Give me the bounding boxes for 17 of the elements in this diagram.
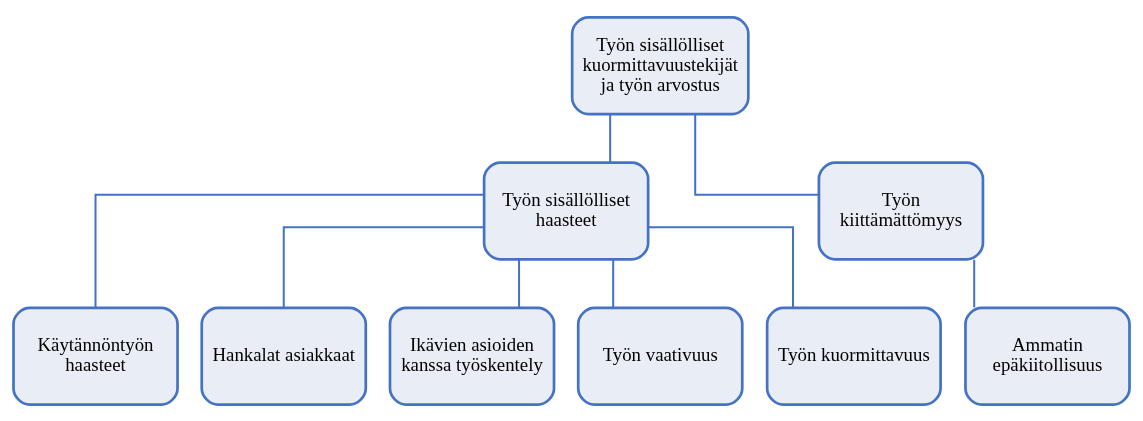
connector xyxy=(518,259,521,307)
node-box: Hankalat asiakkaat xyxy=(200,305,368,406)
node-box: Käytännöntyön haasteet xyxy=(12,305,179,406)
node-box: Työn sisällölliset kuormittavuustekijät ja työn arvostus xyxy=(570,15,750,116)
connector xyxy=(648,225,795,308)
connector xyxy=(612,259,615,307)
node-box: Ammatin epäkiitollisuus xyxy=(964,305,1131,406)
connector xyxy=(282,225,485,308)
connector xyxy=(609,114,612,162)
node-box: Työn kiittämättömyys xyxy=(817,160,985,261)
node-box: Työn sisällölliset haasteet xyxy=(482,160,650,261)
connector xyxy=(94,193,484,308)
node-box: Työn kuormittavuus xyxy=(765,305,942,406)
node-box: Ikävien asioiden kanssa työskentely xyxy=(388,305,556,406)
connector xyxy=(973,259,976,307)
connector xyxy=(694,113,819,196)
node-box: Työn vaativuus xyxy=(576,305,744,406)
